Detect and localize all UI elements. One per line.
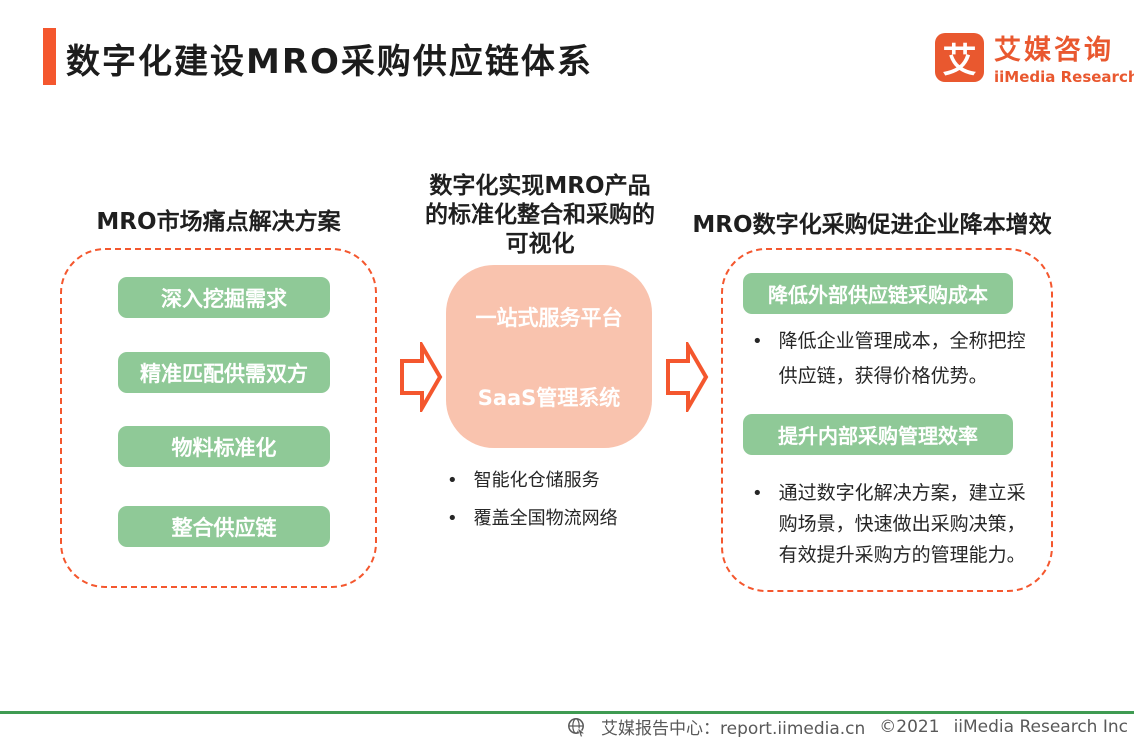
middle-bullet-1: 智能化仓储服务 <box>473 470 600 491</box>
platform-saas: SaaS管理系统 <box>477 385 621 410</box>
middle-panel-title: 数字化实现MRO产品 的标准化整合和采购的 可视化 <box>405 172 675 259</box>
benefit-label-2: 提升内部采购管理效率 <box>743 414 1013 455</box>
list-item: • 智能化仓储服务 <box>447 462 618 500</box>
middle-title-line1: 数字化实现MRO产品 <box>429 173 651 199</box>
benefit-desc-1: • 降低企业管理成本，全称把控供应链，获得价格优势。 <box>752 324 1048 394</box>
right-arrow-icon <box>666 342 709 412</box>
middle-title-line2: 的标准化整合和采购的 <box>425 202 655 228</box>
benefit-desc-2: • 通过数字化解决方案，建立采购场景，快速做出采购决策，有效提升采购方的管理能力… <box>752 478 1048 571</box>
benefit-desc-2-text: 通过数字化解决方案，建立采购场景，快速做出采购决策，有效提升采购方的管理能力。 <box>778 482 1026 566</box>
globe-cursor-icon <box>567 717 587 737</box>
list-item: • 覆盖全国物流网络 <box>447 500 618 538</box>
platform-box: 一站式服务平台 SaaS管理系统 <box>446 265 652 448</box>
footer-report-center: 艾媒报告中心：report.iimedia.cn <box>601 719 866 737</box>
footer: 艾媒报告中心：report.iimedia.cn ©2021 iiMedia R… <box>567 714 1128 737</box>
bullet-dot: • <box>752 483 763 504</box>
solution-item-3: 物料标准化 <box>118 426 330 467</box>
middle-bullet-list: • 智能化仓储服务 • 覆盖全国物流网络 <box>447 462 618 538</box>
page-title: 数字化建设MRO采购供应链体系 <box>66 42 593 82</box>
footer-copyright: ©2021 <box>879 716 940 737</box>
footer-company: iiMedia Research Inc <box>953 716 1128 737</box>
middle-bullet-2: 覆盖全国物流网络 <box>473 508 618 529</box>
bullet-dot: • <box>752 331 763 352</box>
benefits-panel <box>721 248 1053 592</box>
bullet-dot: • <box>447 508 458 529</box>
solution-item-2: 精准匹配供需双方 <box>118 352 330 393</box>
benefit-desc-1-text: 降低企业管理成本，全称把控供应链，获得价格优势。 <box>778 330 1026 387</box>
right-arrow-icon <box>400 342 443 412</box>
footer-divider <box>0 711 1134 714</box>
iimedia-logo-icon: 艾 <box>935 33 984 82</box>
benefit-label-1: 降低外部供应链采购成本 <box>743 273 1013 314</box>
logo-name-en: iiMedia Research <box>994 68 1134 86</box>
logo-name-cn: 艾媒咨询 <box>994 35 1114 66</box>
solution-item-1: 深入挖掘需求 <box>118 277 330 318</box>
title-accent-bar <box>43 28 56 85</box>
bullet-dot: • <box>447 470 458 491</box>
iimedia-logo: 艾 艾媒咨询 iiMedia Research <box>935 33 1134 85</box>
platform-service: 一站式服务平台 <box>475 305 623 330</box>
logo-text: 艾媒咨询 iiMedia Research <box>994 33 1134 85</box>
solution-item-4: 整合供应链 <box>118 506 330 547</box>
pain-points-panel <box>60 248 377 588</box>
right-panel-title: MRO数字化采购促进企业降本增效 <box>692 212 1052 238</box>
middle-title-line3: 可视化 <box>505 231 575 257</box>
left-panel-title: MRO市场痛点解决方案 <box>96 209 341 235</box>
